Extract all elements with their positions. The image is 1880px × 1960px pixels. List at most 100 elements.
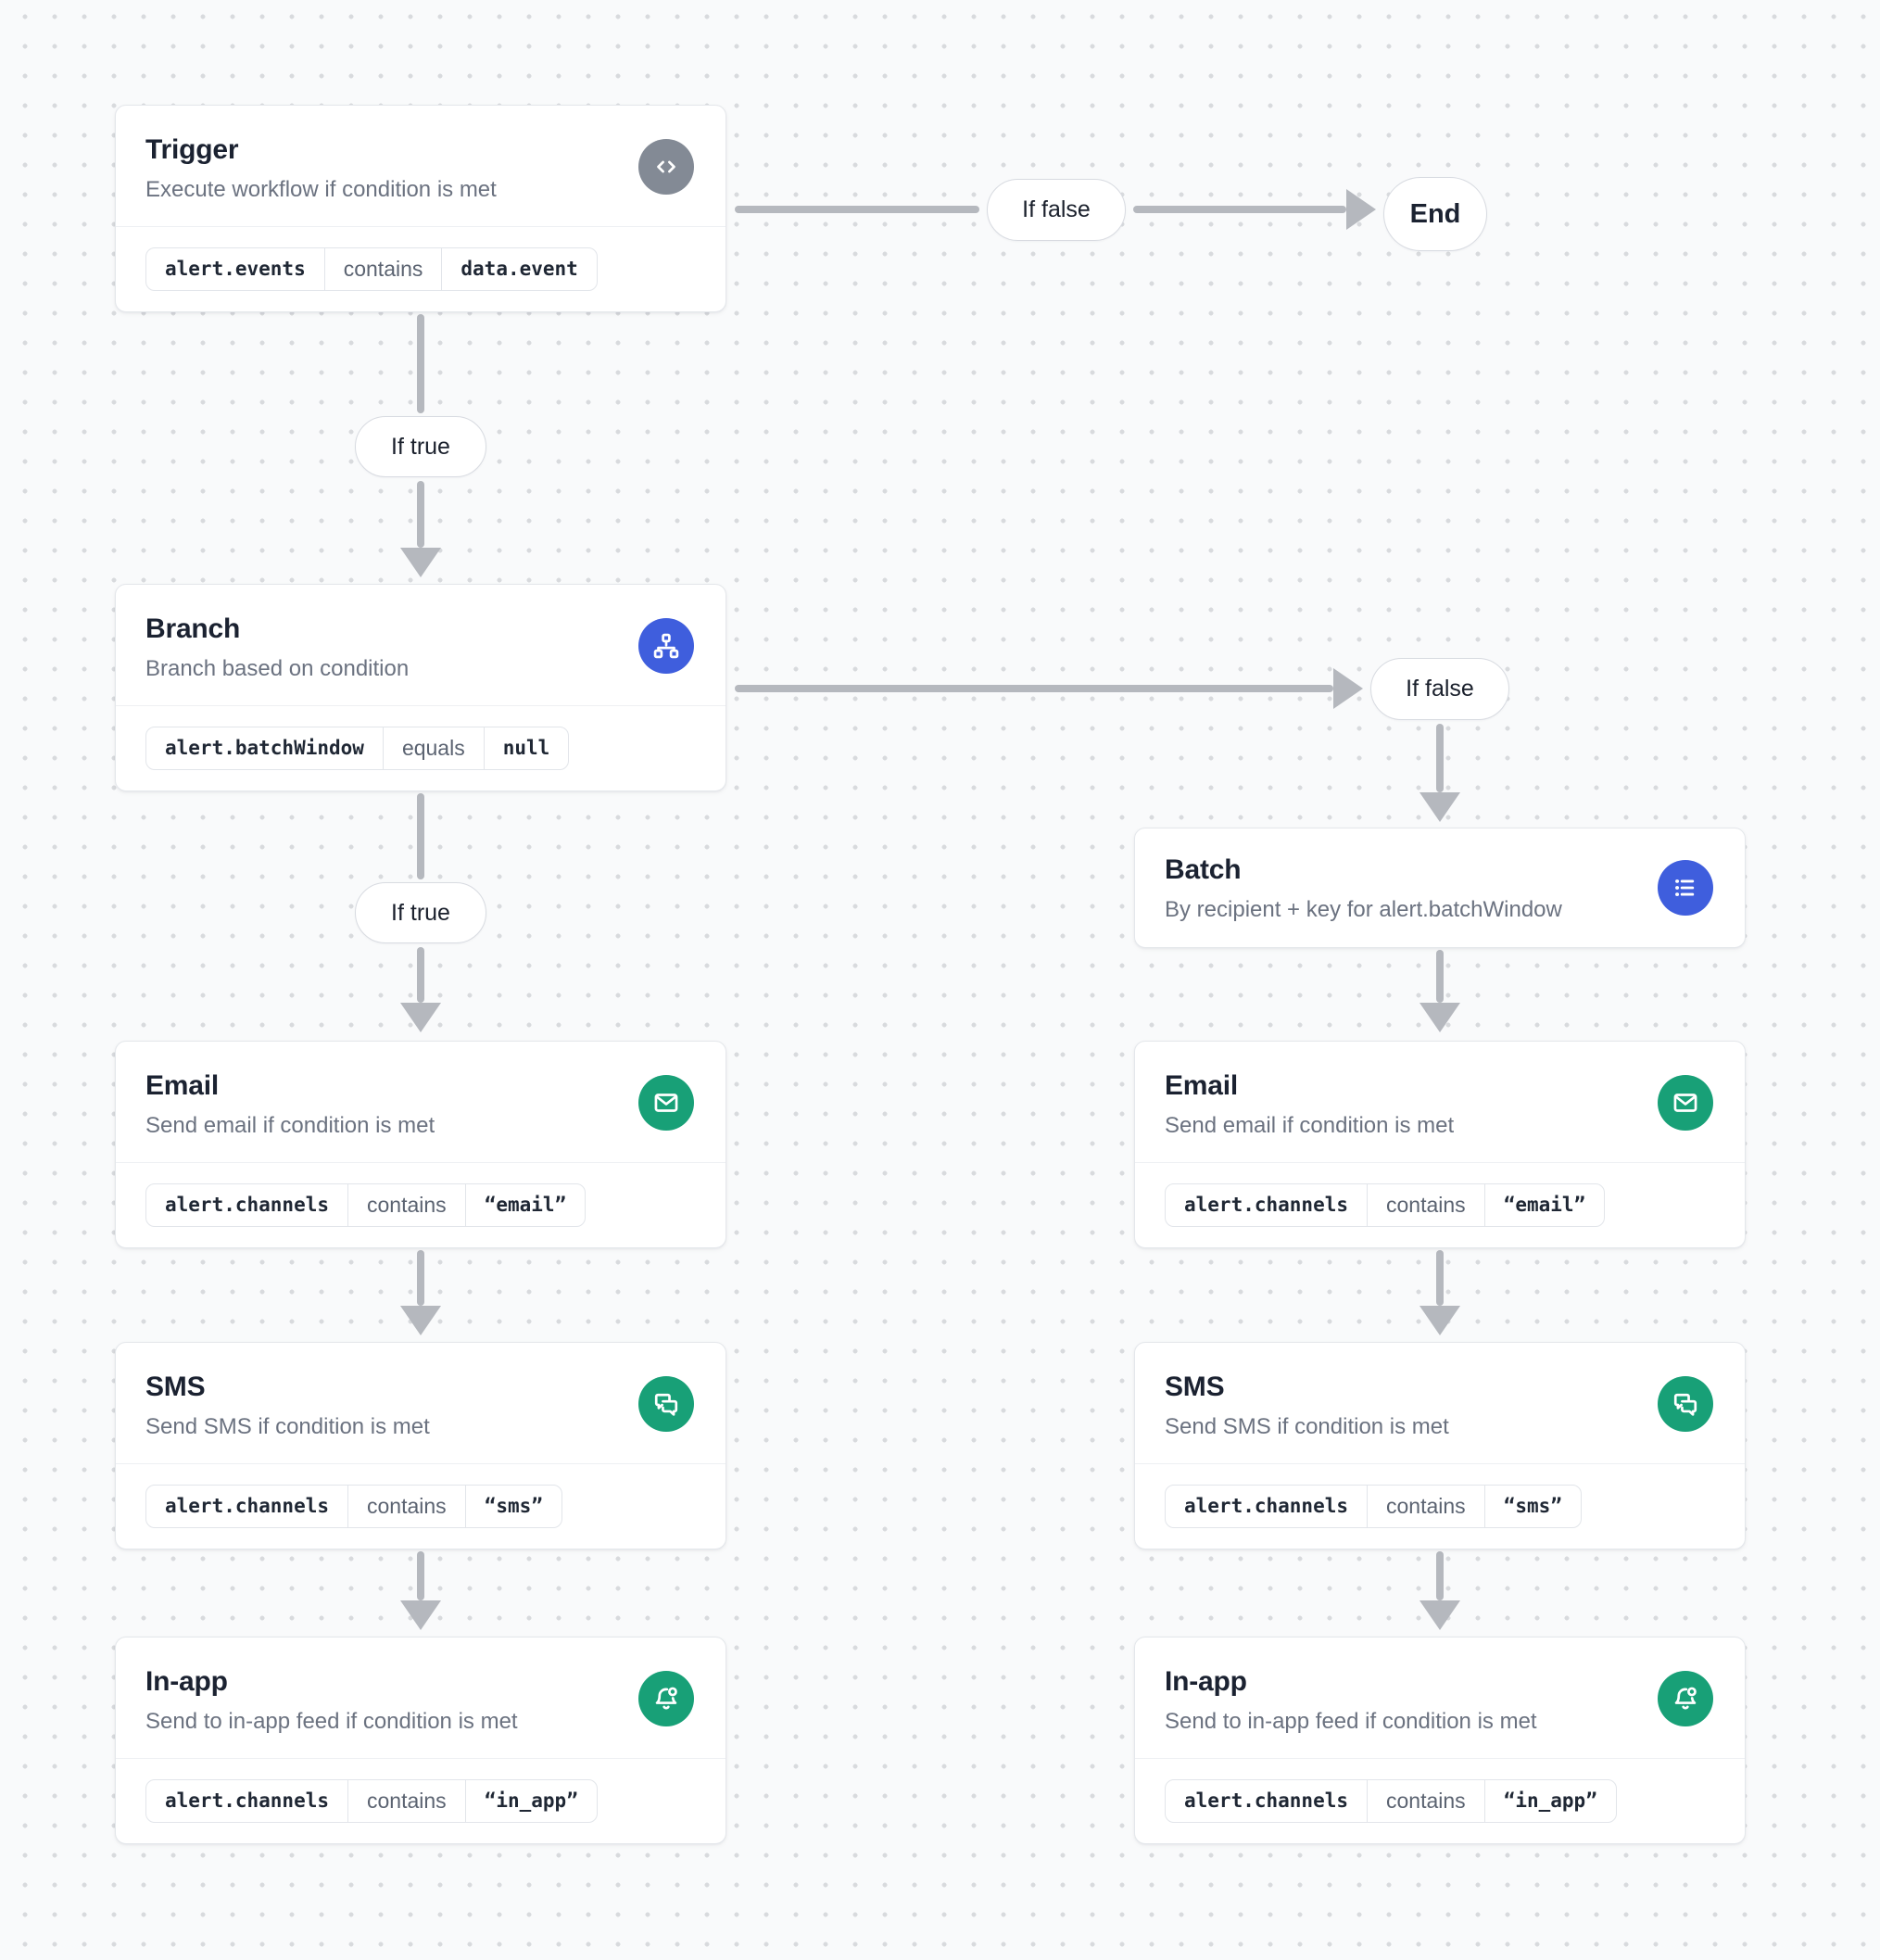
node-title: Trigger	[145, 134, 239, 165]
code-icon	[638, 139, 694, 195]
condition-pill: alert.batchWindow equals null	[145, 727, 570, 770]
node-subtitle: Send to in-app feed if condition is met	[1165, 1709, 1537, 1734]
node-sms-true[interactable]: SMS Send SMS if condition is met alert.c…	[115, 1342, 726, 1549]
condition-operator: contains	[1367, 1184, 1484, 1226]
node-subtitle: Send SMS if condition is met	[1165, 1414, 1449, 1439]
list-icon	[1658, 860, 1713, 916]
edge-label-if-false: If false	[987, 179, 1126, 241]
connector-arrowhead	[400, 1600, 441, 1630]
condition-row: alert.channels contains “email”	[1135, 1163, 1745, 1247]
condition-value: “email”	[1483, 1184, 1605, 1226]
node-title: Batch	[1165, 854, 1242, 885]
condition-pill: alert.channels contains “email”	[145, 1183, 587, 1227]
condition-operator: equals	[382, 727, 484, 769]
node-subtitle: Send to in-app feed if condition is met	[145, 1709, 518, 1734]
node-batch[interactable]: Batch By recipient + key for alert.batch…	[1134, 828, 1746, 948]
condition-operator: contains	[347, 1780, 465, 1822]
condition-value: “sms”	[464, 1486, 561, 1527]
node-trigger[interactable]: Trigger Execute workflow if condition is…	[115, 105, 726, 312]
condition-field: alert.batchWindow	[165, 737, 364, 759]
condition-pill: alert.channels contains “in_app”	[145, 1779, 598, 1823]
connector-arrowhead	[1346, 189, 1376, 230]
node-title: In-app	[1165, 1666, 1247, 1697]
connector-arrowhead	[400, 548, 441, 577]
condition-field: alert.channels	[165, 1194, 330, 1216]
node-header: Email Send email if condition is met	[1135, 1042, 1745, 1163]
node-header: Email Send email if condition is met	[116, 1042, 726, 1163]
condition-value: data.event	[441, 248, 596, 290]
connector-arrowhead	[1419, 1600, 1460, 1630]
node-header: Branch Branch based on condition	[116, 585, 726, 706]
connector-line	[1436, 1250, 1444, 1306]
connector-line	[417, 1551, 424, 1600]
condition-row: alert.channels contains “sms”	[116, 1464, 726, 1549]
connector-line	[417, 1250, 424, 1306]
condition-value: null	[483, 727, 569, 769]
node-subtitle: By recipient + key for alert.batchWindow	[1165, 897, 1562, 922]
end-node: End	[1383, 177, 1487, 251]
condition-row: alert.channels contains “sms”	[1135, 1464, 1745, 1549]
connector-arrowhead	[400, 1306, 441, 1335]
chat-icon	[1658, 1376, 1713, 1432]
node-title: Email	[1165, 1070, 1239, 1101]
condition-row: alert.events contains data.event	[116, 227, 726, 311]
condition-field: alert.channels	[1184, 1194, 1349, 1216]
connector-line	[417, 947, 424, 1003]
node-branch[interactable]: Branch Branch based on condition alert.b…	[115, 584, 726, 791]
node-subtitle: Branch based on condition	[145, 656, 410, 681]
bell-icon	[638, 1671, 694, 1726]
node-sms-false[interactable]: SMS Send SMS if condition is met alert.c…	[1134, 1342, 1746, 1549]
bell-icon	[1658, 1671, 1713, 1726]
node-in-app-false[interactable]: In-app Send to in-app feed if condition …	[1134, 1637, 1746, 1844]
sitemap-icon	[638, 618, 694, 674]
connector-line	[417, 314, 424, 413]
node-subtitle: Send email if condition is met	[145, 1113, 435, 1138]
condition-value: “email”	[464, 1184, 586, 1226]
node-title: Branch	[145, 613, 241, 644]
node-in-app-true[interactable]: In-app Send to in-app feed if condition …	[115, 1637, 726, 1844]
connector-arrowhead	[1419, 1306, 1460, 1335]
node-title: In-app	[145, 1666, 228, 1697]
node-header: SMS Send SMS if condition is met	[116, 1343, 726, 1464]
condition-operator: contains	[1367, 1486, 1484, 1527]
condition-row: alert.batchWindow equals null	[116, 706, 726, 790]
edge-label-if-true: If true	[355, 882, 486, 943]
condition-value: “sms”	[1483, 1486, 1581, 1527]
connector-line	[417, 481, 424, 548]
node-title: Email	[145, 1070, 220, 1101]
mail-icon	[1658, 1075, 1713, 1131]
connector-line	[1133, 206, 1346, 213]
condition-pill: alert.channels contains “email”	[1165, 1183, 1606, 1227]
connector-line	[1436, 724, 1444, 792]
mail-icon	[638, 1075, 694, 1131]
connector-arrowhead	[1333, 668, 1363, 709]
condition-operator: contains	[323, 248, 442, 290]
condition-field: alert.channels	[165, 1495, 330, 1517]
node-subtitle: Send SMS if condition is met	[145, 1414, 430, 1439]
condition-pill: alert.channels contains “sms”	[1165, 1485, 1582, 1528]
connector-line	[735, 206, 979, 213]
connector-line	[735, 685, 1333, 692]
connector-line	[1436, 1551, 1444, 1600]
node-email-true[interactable]: Email Send email if condition is met ale…	[115, 1041, 726, 1248]
node-header: In-app Send to in-app feed if condition …	[116, 1638, 726, 1759]
condition-operator: contains	[347, 1486, 465, 1527]
connector-arrowhead	[1419, 1003, 1460, 1032]
node-header: Trigger Execute workflow if condition is…	[116, 106, 726, 227]
edge-label-if-false: If false	[1370, 658, 1509, 720]
chat-icon	[638, 1376, 694, 1432]
condition-field: alert.channels	[1184, 1789, 1349, 1812]
connector-line	[1436, 950, 1444, 1003]
condition-row: alert.channels contains “email”	[116, 1163, 726, 1247]
node-email-false[interactable]: Email Send email if condition is met ale…	[1134, 1041, 1746, 1248]
condition-field: alert.channels	[1184, 1495, 1349, 1517]
node-subtitle: Send email if condition is met	[1165, 1113, 1455, 1138]
condition-pill: alert.events contains data.event	[145, 247, 598, 291]
condition-row: alert.channels contains “in_app”	[1135, 1759, 1745, 1843]
condition-row: alert.channels contains “in_app”	[116, 1759, 726, 1843]
condition-pill: alert.channels contains “sms”	[145, 1485, 562, 1528]
connector-arrowhead	[1419, 792, 1460, 822]
node-title: SMS	[1165, 1372, 1225, 1402]
condition-operator: contains	[1367, 1780, 1484, 1822]
